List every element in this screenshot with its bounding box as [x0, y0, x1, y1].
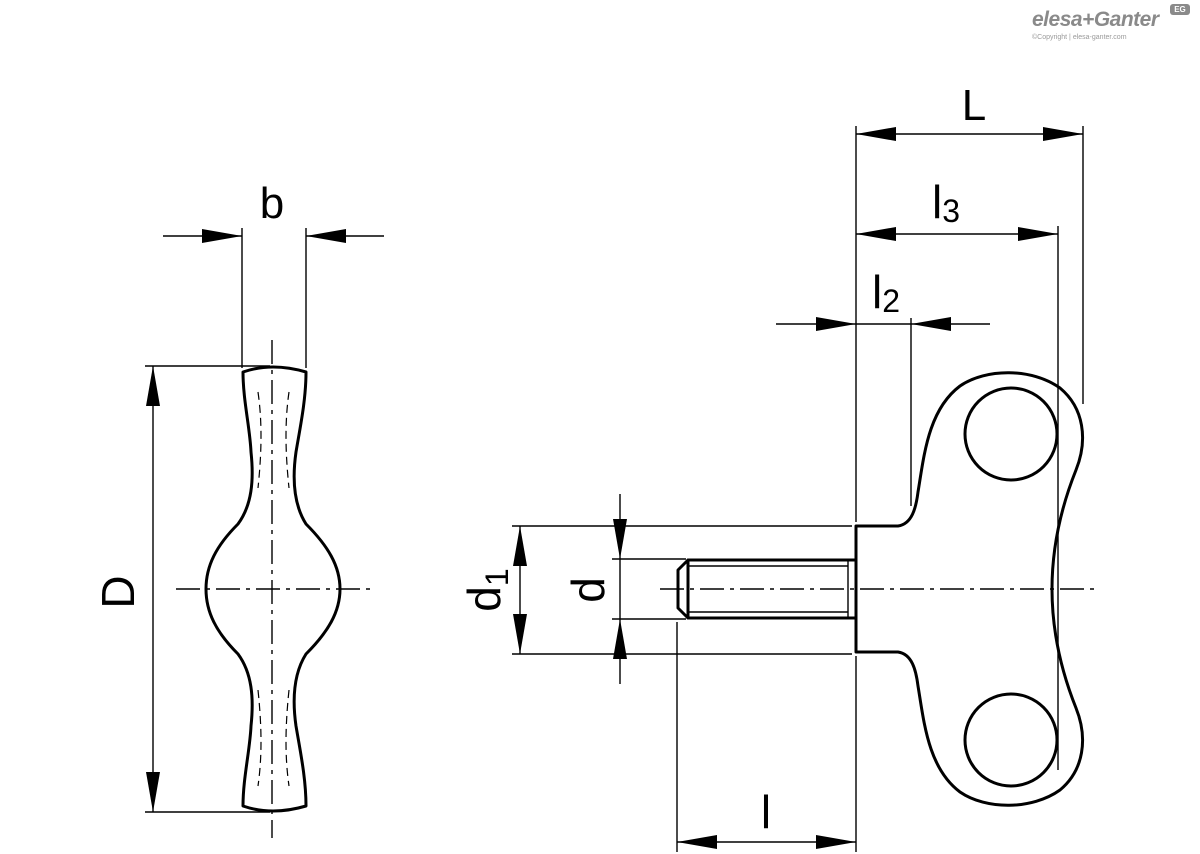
brand-badge: EG [1170, 4, 1190, 15]
brand-name: elesa+Ganter [1032, 8, 1159, 31]
dimension-label-l3: l3 [932, 176, 960, 229]
dimension-label-l2: l2 [872, 266, 900, 319]
brand-logo: elesa+Ganter EG ©Copyright | elesa-gante… [1032, 4, 1190, 48]
dimension-label-d: d [562, 577, 614, 603]
dimension-label-b: b [260, 179, 284, 228]
brand-copyright: ©Copyright | elesa-ganter.com [1032, 34, 1127, 41]
side-view: b D [92, 179, 384, 838]
wing-hole-upper [963, 386, 1059, 482]
side-hidden-curve-upper-right [285, 391, 290, 489]
side-hidden-curve-upper-left [257, 391, 262, 489]
front-view: d1 d l L l3 l2 [458, 81, 1100, 852]
side-hidden-curve-lower-left [257, 689, 262, 787]
dimension-label-L: L [962, 81, 986, 130]
wing-body-outline [854, 371, 1084, 807]
side-hidden-curve-lower-right [285, 689, 290, 787]
dimension-label-D: D [92, 575, 144, 608]
wing-hole-lower [963, 692, 1059, 788]
dimension-label-d1: d1 [458, 568, 515, 611]
dimension-label-l: l [761, 786, 771, 838]
wing-knob-side-outline [204, 365, 342, 813]
threaded-stud-outline [676, 558, 858, 620]
